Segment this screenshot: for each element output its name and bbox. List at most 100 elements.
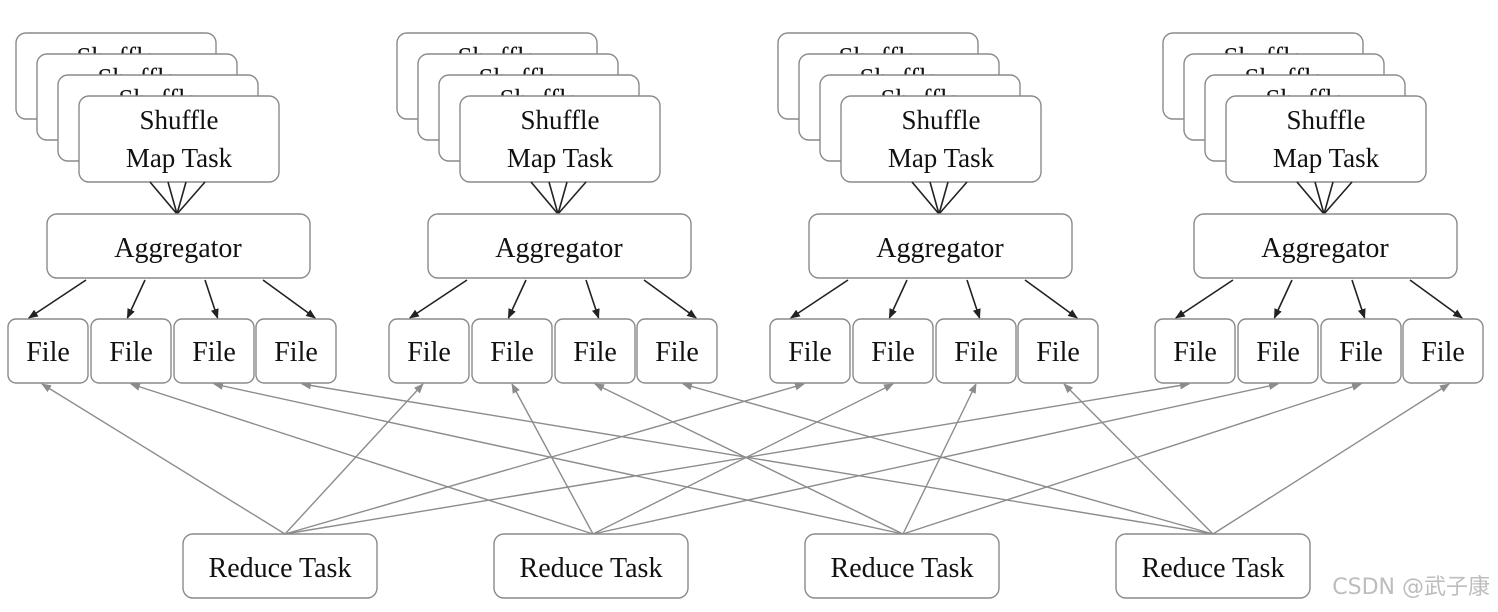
file-node: File	[1017, 318, 1099, 384]
map-task-title: Shuffle	[1287, 105, 1366, 135]
map-to-aggregator-edge	[1296, 181, 1325, 215]
aggregator-to-file-edge	[1409, 279, 1464, 319]
aggregator-label: Aggregator	[495, 233, 623, 264]
file-node: File	[935, 318, 1017, 384]
map-to-aggregator-edge	[149, 181, 178, 215]
aggregator-to-file-edge	[966, 279, 981, 319]
file-label: File	[109, 337, 153, 368]
reduce-fetch-edge	[902, 383, 977, 535]
file-label: File	[573, 337, 617, 368]
map-task-subtitle: Map Task	[1273, 143, 1380, 173]
file-box	[1237, 318, 1319, 384]
aggregator-box	[427, 213, 692, 279]
reduce-task-label: Reduce Task	[831, 553, 974, 584]
file-node: File	[1320, 318, 1402, 384]
aggregator: Aggregator	[1193, 213, 1458, 279]
reduce-fetch-edge	[511, 383, 594, 535]
file-box	[554, 318, 636, 384]
reduce-fetch-edge	[284, 382, 805, 535]
file-label: File	[192, 337, 236, 368]
file-box	[255, 318, 337, 384]
reduce-fetch-edge	[1212, 383, 1450, 535]
aggregator-box	[46, 213, 311, 279]
reduce-fetch-edge	[592, 383, 894, 535]
aggregator-box	[808, 213, 1073, 279]
reduce-fetch-edge	[284, 381, 1190, 535]
reduce-task: Reduce Task	[1115, 533, 1311, 599]
map-to-aggregator-edge	[938, 181, 968, 215]
reduce-fetch-edge	[1063, 383, 1214, 535]
file-node: File	[769, 318, 851, 384]
aggregator-to-file-edge	[1174, 279, 1234, 319]
file-node: File	[255, 318, 337, 384]
map-to-aggregator-edge	[938, 181, 949, 215]
map-task-box	[78, 95, 280, 183]
aggregator: Aggregator	[427, 213, 692, 279]
file-box	[1154, 318, 1236, 384]
file-node: File	[7, 318, 89, 384]
aggregator-to-file-edge	[1351, 279, 1366, 319]
file-node: File	[554, 318, 636, 384]
map-to-aggregator-edge	[557, 181, 568, 215]
aggregator-to-file-edge	[126, 279, 146, 319]
file-box	[388, 318, 470, 384]
map-task-title: Shuffle	[902, 105, 981, 135]
file-node: File	[90, 318, 172, 384]
aggregator-to-file-edge	[1273, 279, 1293, 319]
reduce-fetch-edge	[902, 382, 1362, 535]
map-to-aggregator-edge	[911, 181, 940, 215]
file-node: File	[1237, 318, 1319, 384]
aggregator-to-file-edge	[585, 279, 600, 319]
reduce-fetch-edge	[41, 383, 286, 535]
map-to-aggregator-edge	[557, 181, 587, 215]
file-node: File	[1402, 318, 1484, 384]
file-label: File	[490, 337, 534, 368]
reduce-fetch-edge	[592, 382, 1279, 535]
aggregator-to-file-edge	[27, 279, 87, 319]
map-task-box	[459, 95, 661, 183]
map-to-aggregator-edge	[176, 181, 206, 215]
file-label: File	[1256, 337, 1300, 368]
file-box	[1017, 318, 1099, 384]
map-to-aggregator-edge	[176, 181, 187, 215]
file-box	[852, 318, 934, 384]
aggregator-to-file-edge	[643, 279, 698, 319]
reduce-fetch-edge	[284, 383, 424, 535]
file-label: File	[954, 337, 998, 368]
map-task-subtitle: Map Task	[126, 143, 233, 173]
map-to-aggregator-edge	[1314, 181, 1325, 215]
map-to-aggregator-edge	[530, 181, 559, 215]
map-to-aggregator-edge	[548, 181, 559, 215]
map-to-aggregator-edge	[1323, 181, 1334, 215]
file-node: File	[173, 318, 255, 384]
file-label: File	[655, 337, 699, 368]
map-to-aggregator-edge	[1323, 181, 1353, 215]
aggregator-to-file-edge	[262, 279, 317, 319]
aggregator-box	[1193, 213, 1458, 279]
reduce-task-label: Reduce Task	[1142, 553, 1285, 584]
aggregator-to-file-edge	[408, 279, 468, 319]
aggregator-to-file-edge	[204, 279, 219, 319]
reduce-task: Reduce Task	[493, 533, 689, 599]
aggregator-to-file-edge	[1024, 279, 1079, 319]
reduce-task-label: Reduce Task	[209, 553, 352, 584]
reduce-fetch-edge	[130, 382, 594, 535]
reduce-task-box	[493, 533, 689, 599]
reduce-task-box	[1115, 533, 1311, 599]
reduce-fetch-edge	[213, 382, 904, 535]
aggregator-label: Aggregator	[876, 233, 1004, 264]
reduce-task-label: Reduce Task	[520, 553, 663, 584]
file-label: File	[1036, 337, 1080, 368]
file-box	[769, 318, 851, 384]
reduce-task: Reduce Task	[804, 533, 1000, 599]
reduce-fetch-edge	[594, 383, 904, 535]
reduce-task-box	[804, 533, 1000, 599]
